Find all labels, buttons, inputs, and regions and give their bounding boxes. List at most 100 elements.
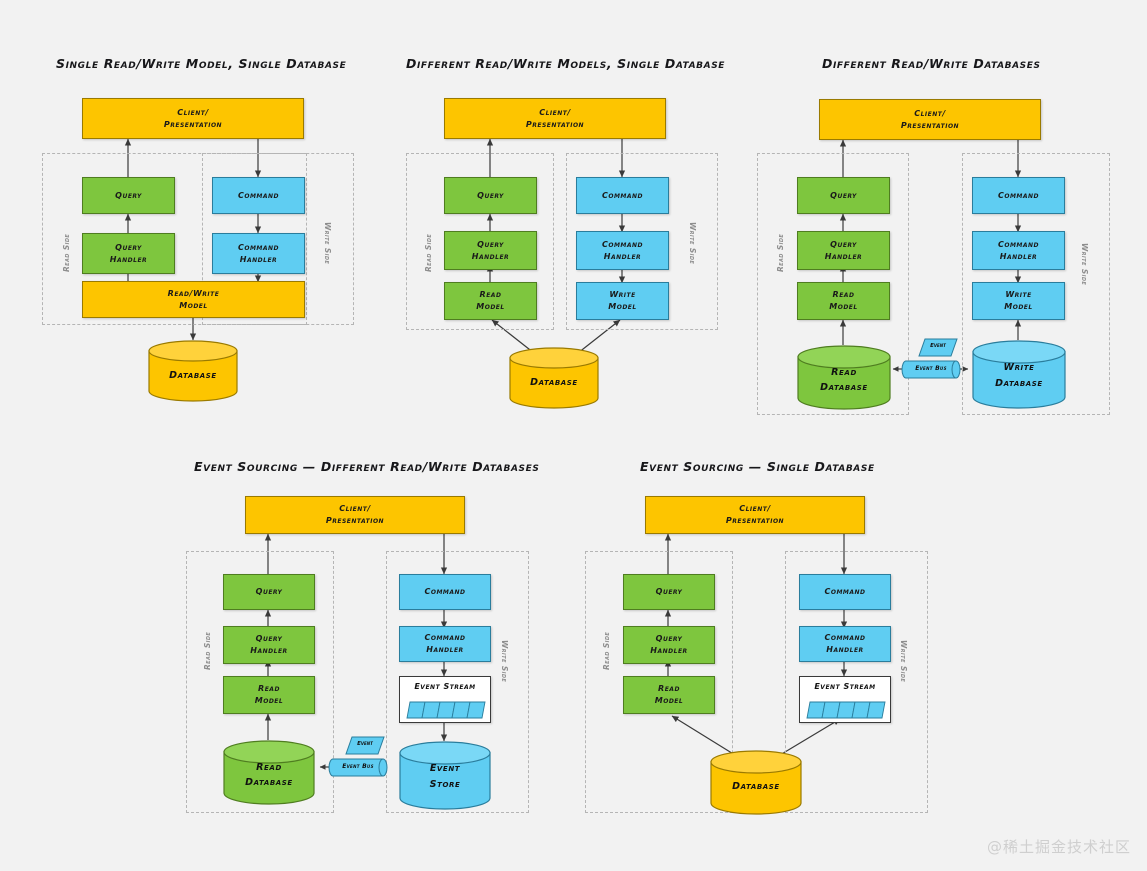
query-handler-box-5[interactable]: Query Handler	[623, 626, 715, 664]
presentation-label: Presentation	[163, 119, 223, 129]
command-handler-box-3[interactable]: Command Handler	[972, 231, 1065, 270]
command-handler-line2: Handler	[826, 645, 864, 654]
command-handler-line2: Handler	[426, 645, 464, 654]
command-box-1[interactable]: Command	[212, 177, 305, 214]
client-presentation-box-2[interactable]: Client/ Presentation	[444, 98, 666, 139]
query-handler-box-4[interactable]: Query Handler	[223, 626, 315, 664]
query-handler-line2: Handler	[824, 251, 863, 261]
query-box-5[interactable]: Query	[623, 574, 715, 610]
query-handler-line1: Query	[655, 634, 683, 644]
read-write-model-box-1[interactable]: Read/Write Model	[82, 281, 305, 318]
write-side-zone-1	[202, 153, 354, 325]
query-handler-box-3[interactable]: Query Handler	[797, 231, 890, 270]
query-handler-line2: Handler	[250, 646, 288, 655]
read-database-cylinder-3[interactable]: Read Database	[797, 345, 891, 411]
client-label: Client/	[177, 107, 209, 117]
presentation-label: Presentation	[525, 119, 585, 129]
query-handler-line2: Handler	[109, 254, 148, 264]
query-label: Query	[115, 190, 142, 200]
command-handler-line1: Command	[601, 239, 644, 249]
client-label: Client/	[739, 504, 771, 514]
event-bus-4[interactable]: Event Bus	[328, 758, 388, 777]
command-label: Command	[824, 587, 866, 597]
read-model-line2: Model	[254, 696, 284, 705]
event-store-cylinder-4[interactable]: Event Store	[399, 741, 491, 811]
read-write-model-line1: Read/Write	[167, 288, 220, 298]
read-side-zone-3	[757, 153, 909, 415]
read-model-line1: Read	[258, 684, 280, 694]
command-label: Command	[601, 190, 644, 200]
command-handler-box-5[interactable]: Command Handler	[799, 626, 891, 662]
command-label: Command	[997, 190, 1040, 200]
client-presentation-box-3[interactable]: Client/ Presentation	[819, 99, 1041, 140]
read-model-line1: Read	[479, 290, 502, 300]
diagram-title-3: Different Read/Write Databases	[822, 56, 1041, 71]
command-box-4[interactable]: Command	[399, 574, 491, 610]
read-side-label-5: Read Side	[602, 631, 611, 670]
command-label: Command	[424, 587, 466, 597]
query-handler-box-2[interactable]: Query Handler	[444, 231, 537, 270]
client-presentation-box-5[interactable]: Client/ Presentation	[645, 496, 865, 534]
command-handler-line1: Command	[237, 242, 280, 252]
client-label: Client/	[914, 108, 946, 118]
query-label: Query	[477, 190, 504, 200]
write-side-zone-4	[386, 551, 529, 813]
read-side-label-4: Read Side	[203, 631, 212, 670]
query-handler-line1: Query	[830, 239, 857, 249]
command-handler-box-1[interactable]: Command Handler	[212, 233, 305, 274]
query-label: Query	[830, 190, 857, 200]
event-parallelogram-3[interactable]: Event	[918, 338, 958, 357]
query-label: Query	[655, 587, 683, 597]
query-box-4[interactable]: Query	[223, 574, 315, 610]
command-box-3[interactable]: Command	[972, 177, 1065, 214]
read-model-line2: Model	[476, 302, 505, 311]
query-box-3[interactable]: Query	[797, 177, 890, 214]
read-side-zone-5	[585, 551, 733, 813]
read-model-box-4[interactable]: Read Model	[223, 676, 315, 714]
database-cylinder-5[interactable]: Database	[710, 750, 802, 816]
read-model-box-3[interactable]: Read Model	[797, 282, 890, 320]
query-box-1[interactable]: Query	[82, 177, 175, 214]
write-model-line2: Model	[1004, 302, 1033, 311]
event-bus-3[interactable]: Event Bus	[901, 360, 961, 379]
client-presentation-box-4[interactable]: Client/ Presentation	[245, 496, 465, 534]
read-side-label-3: Read Side	[776, 233, 785, 272]
watermark: @稀土掘金技术社区	[986, 838, 1131, 856]
presentation-label: Presentation	[725, 516, 785, 525]
write-model-box-2[interactable]: Write Model	[576, 282, 669, 320]
database-cylinder-1[interactable]: Database	[148, 340, 238, 402]
write-model-line1: Write	[1005, 290, 1032, 300]
read-model-line2: Model	[654, 696, 684, 705]
query-box-2[interactable]: Query	[444, 177, 537, 214]
query-label: Query	[255, 587, 283, 597]
command-box-5[interactable]: Command	[799, 574, 891, 610]
query-handler-line1: Query	[115, 242, 142, 252]
read-model-line1: Read	[658, 684, 680, 694]
database-cylinder-2[interactable]: Database	[509, 347, 599, 409]
presentation-label: Presentation	[325, 516, 385, 525]
write-database-cylinder-3[interactable]: Write Database	[972, 340, 1066, 410]
read-model-box-2[interactable]: Read Model	[444, 282, 537, 320]
query-handler-line1: Query	[255, 634, 283, 644]
write-side-zone-2	[566, 153, 718, 330]
query-handler-line1: Query	[477, 239, 504, 249]
write-side-label-4: Write Side	[500, 640, 509, 683]
client-presentation-box-1[interactable]: Client/ Presentation	[82, 98, 304, 139]
query-handler-line2: Handler	[650, 646, 688, 655]
write-side-zone-5	[785, 551, 928, 813]
command-box-2[interactable]: Command	[576, 177, 669, 214]
read-model-box-5[interactable]: Read Model	[623, 676, 715, 714]
command-handler-box-2[interactable]: Command Handler	[576, 231, 669, 270]
event-stream-label-4: Event Stream	[414, 682, 476, 691]
event-stream-box-4[interactable]: Event Stream	[399, 676, 491, 723]
event-parallelogram-4[interactable]: Event	[345, 736, 385, 755]
read-database-cylinder-4[interactable]: Read Database	[223, 740, 315, 806]
event-stream-box-5[interactable]: Event Stream	[799, 676, 891, 723]
query-handler-box-1[interactable]: Query Handler	[82, 233, 175, 274]
command-handler-line2: Handler	[239, 254, 278, 264]
command-handler-box-4[interactable]: Command Handler	[399, 626, 491, 662]
client-label: Client/	[339, 504, 371, 514]
command-label: Command	[237, 190, 280, 200]
write-model-box-3[interactable]: Write Model	[972, 282, 1065, 320]
query-handler-line2: Handler	[471, 251, 510, 261]
